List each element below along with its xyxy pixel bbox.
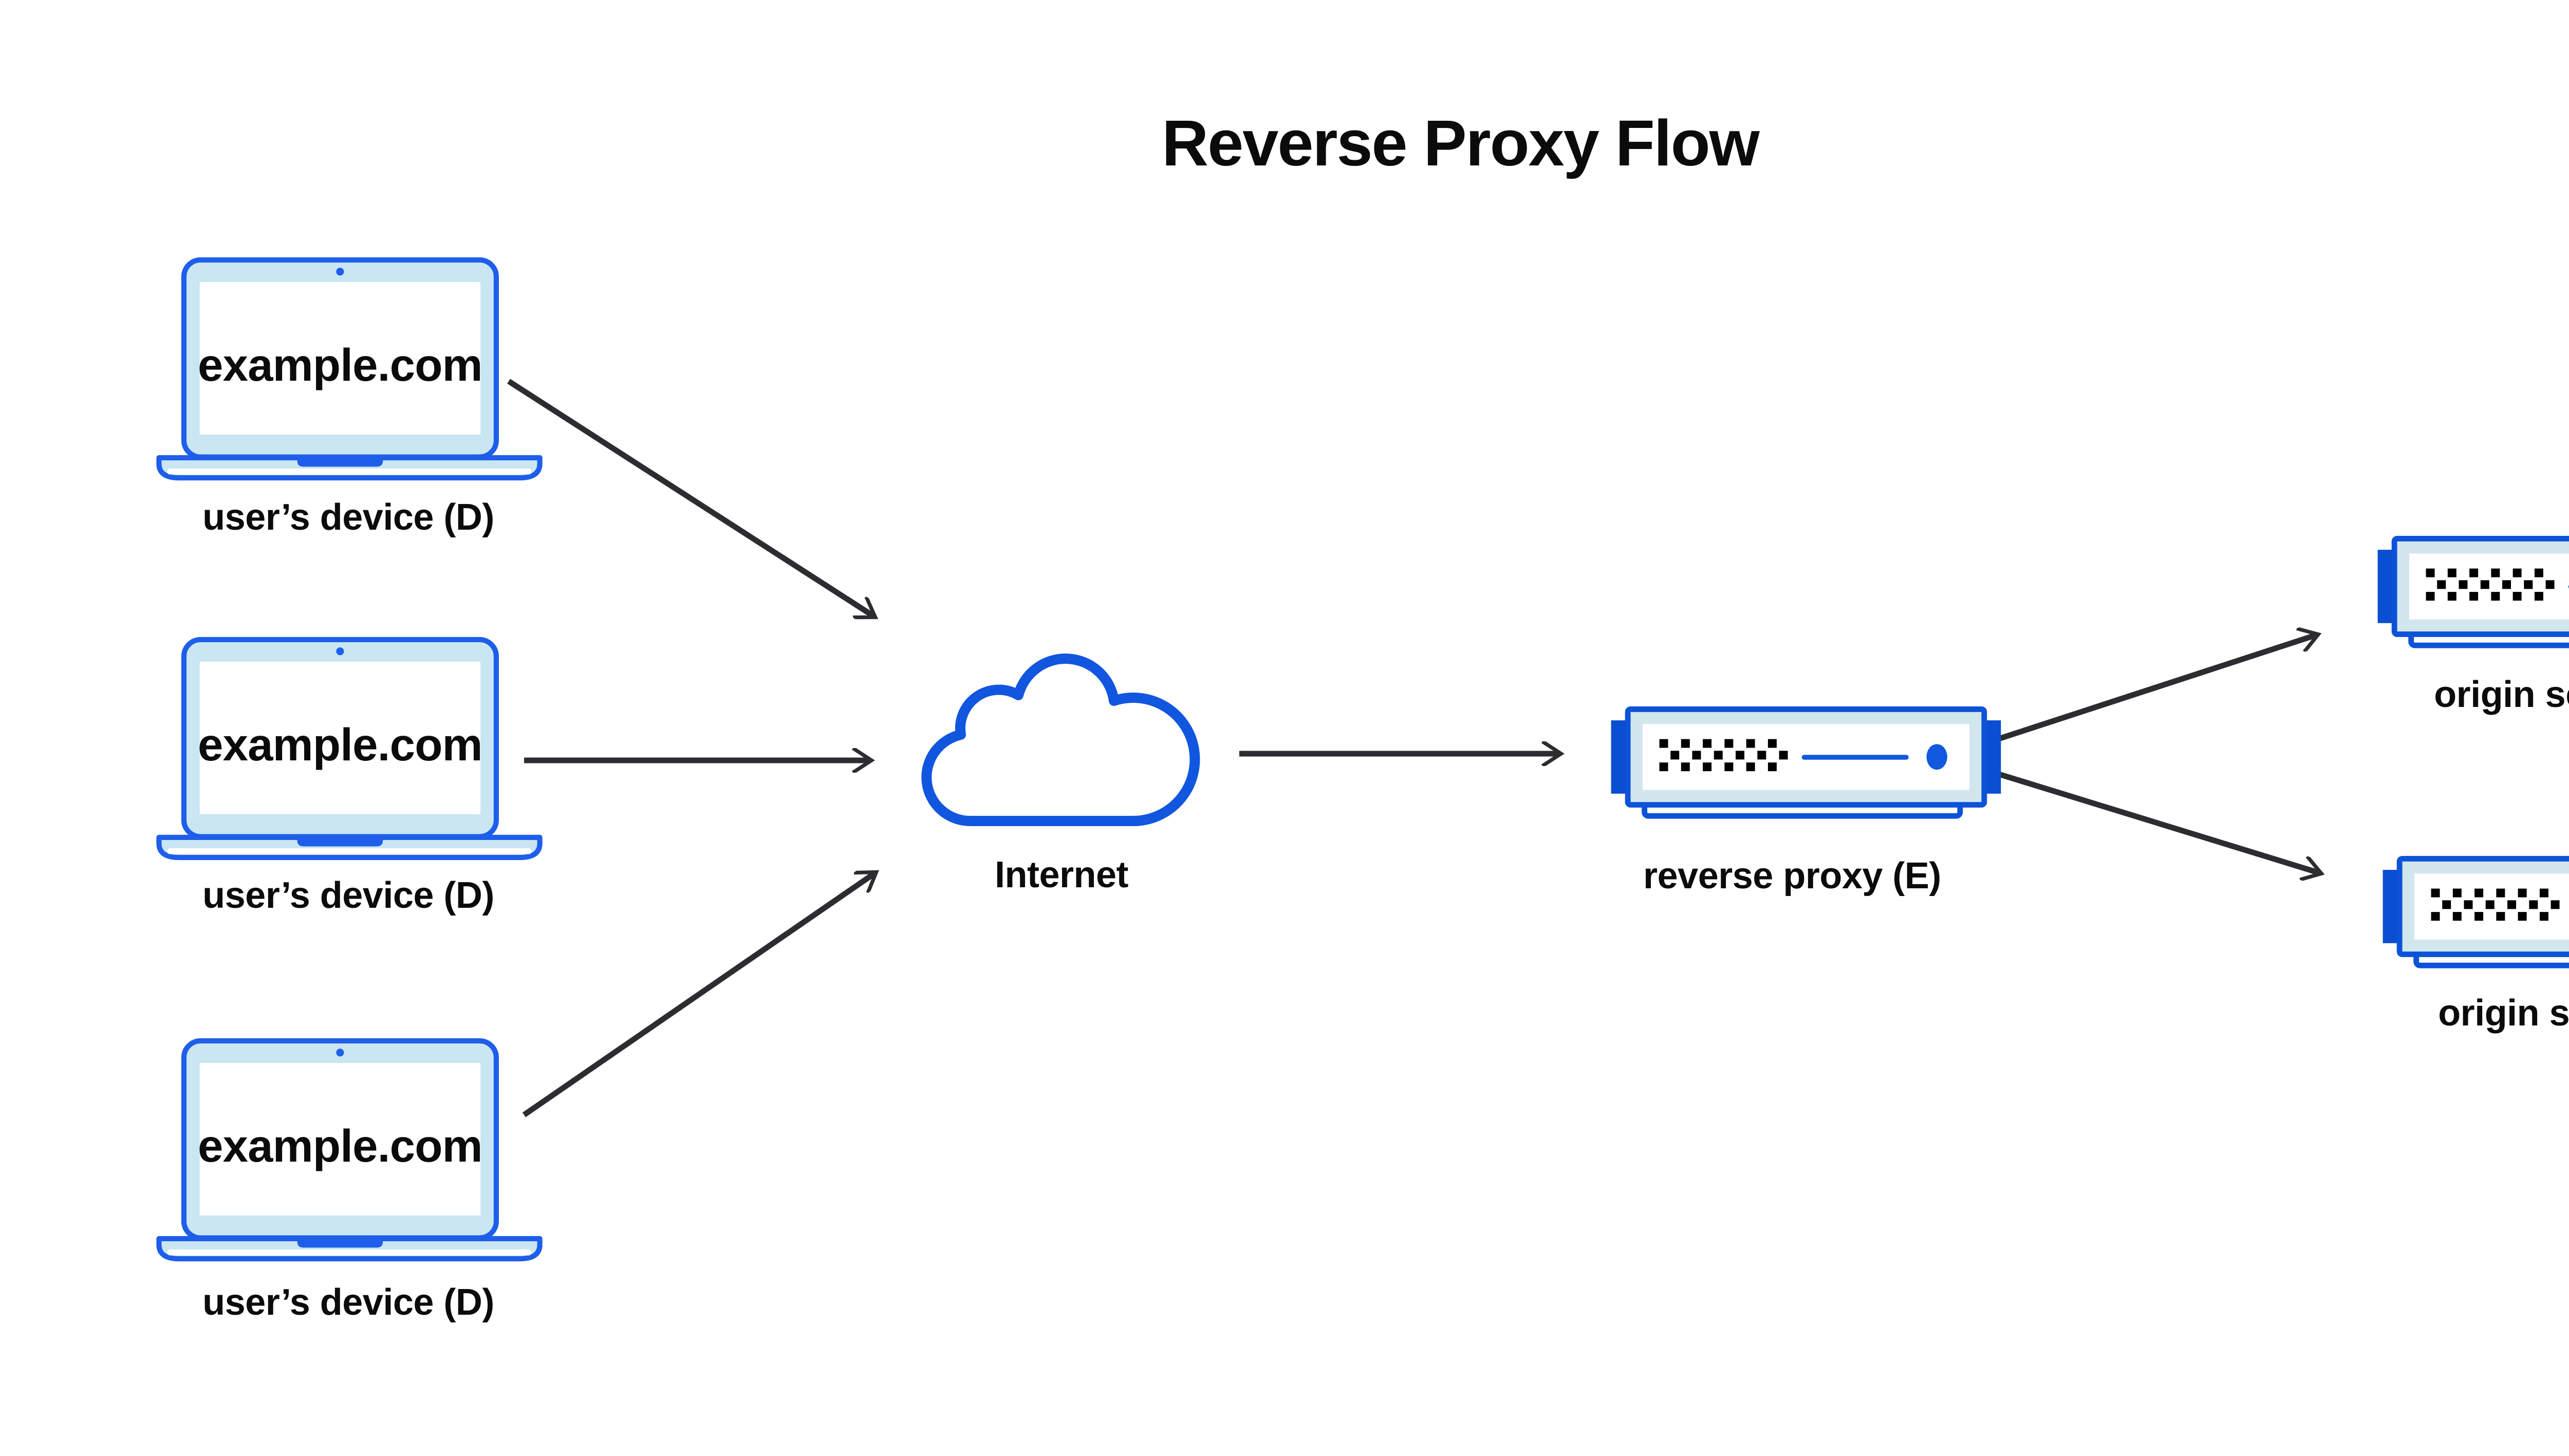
laptop-base-highlight (167, 848, 532, 854)
edge-device1-internet (507, 379, 873, 616)
label-origin-server-top: origin server (F) (2434, 674, 2569, 715)
edge-device3-internet (522, 873, 874, 1117)
device-screen-text: example.com (198, 1121, 482, 1171)
laptop-notch (297, 837, 383, 847)
laptop-display (199, 661, 481, 814)
label-origin-server-bottom: origin server (F) (2438, 993, 2569, 1034)
camera-dot-icon (336, 1049, 344, 1057)
edge-proxy-origin-bottom (1991, 769, 2319, 873)
laptop-base-highlight (167, 1249, 532, 1256)
edge-proxy-origin-top (1991, 635, 2316, 744)
camera-dot-icon (336, 647, 344, 656)
laptop-base-highlight (167, 468, 532, 475)
server-icon (2377, 536, 2569, 648)
cloud-outline (921, 654, 1200, 827)
device-screen-text: example.com (198, 719, 482, 770)
server-icon (2382, 856, 2569, 968)
laptop-icon: example.com (156, 637, 543, 861)
page-title: Reverse Proxy Flow (1162, 107, 1760, 179)
camera-dot-icon (336, 268, 344, 276)
server-power-dot (1926, 744, 1947, 770)
label-user-device-2: user’s device (D) (202, 875, 494, 916)
laptop-notch (297, 1238, 383, 1248)
label-user-device-1: user’s device (D) (202, 497, 494, 538)
label-internet: Internet (994, 854, 1129, 895)
laptop-notch (297, 457, 383, 467)
laptop-icon: example.com (156, 257, 543, 481)
laptop-icon: example.com (156, 1038, 543, 1262)
laptop-display (199, 1062, 481, 1216)
device-screen-text: example.com (198, 340, 482, 390)
label-user-device-3: user’s device (D) (202, 1282, 494, 1323)
server-icon (1611, 706, 2001, 819)
laptop-display (199, 282, 481, 435)
cloud-icon (921, 654, 1200, 827)
label-reverse-proxy: reverse proxy (E) (1643, 855, 1941, 897)
